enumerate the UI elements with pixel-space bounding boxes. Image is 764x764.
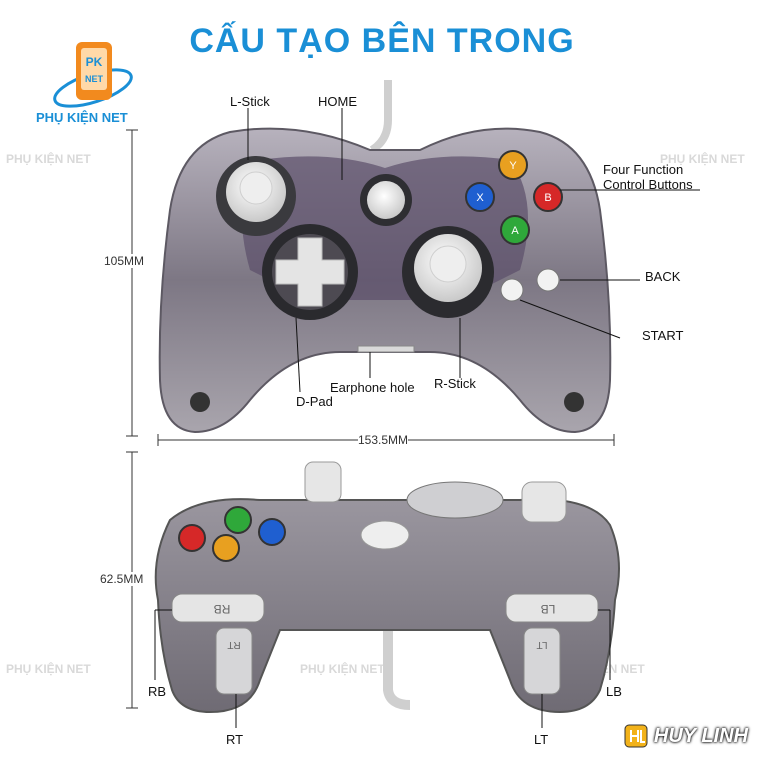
svg-text:RT: RT (227, 639, 240, 650)
page-title: CẤU TẠO BÊN TRONG (189, 22, 575, 60)
label-back: BACK (645, 269, 681, 284)
label-four-function-2: Control Buttons (603, 177, 693, 192)
y-button (498, 150, 528, 180)
svg-text:RB: RB (214, 602, 231, 616)
x-button (465, 182, 495, 212)
usb-cable (369, 80, 392, 154)
svg-text:LB: LB (541, 602, 556, 616)
logo-name: PHỤ KIỆN NET (36, 110, 128, 125)
brand-logo: HUY LINH (624, 724, 748, 748)
label-home: HOME (318, 94, 357, 109)
label-start: START (642, 328, 684, 343)
label-d-pad: D-Pad (296, 394, 333, 409)
watermark: PHỤ KIỆN NET (660, 152, 745, 166)
dimension-height-back: 62.5MM (100, 572, 144, 586)
a-button (500, 215, 530, 245)
svg-text:X: X (476, 192, 484, 204)
dimension-width: 153.5MM (358, 433, 409, 447)
svg-text:PK: PK (86, 55, 103, 69)
label-r-stick: R-Stick (434, 376, 476, 391)
dimension-height-top: 105MM (104, 254, 145, 268)
label-four-function-1: Four Function (603, 162, 684, 177)
label-earphone-hole: Earphone hole (330, 380, 415, 395)
usb-cable-back (383, 600, 411, 710)
svg-text:A: A (511, 225, 519, 237)
rt-trigger (215, 627, 253, 695)
watermark: PHỤ KIỆN NET (6, 152, 91, 166)
label-rt: RT (226, 732, 244, 747)
svg-text:LT: LT (537, 639, 548, 650)
label-lb: LB (606, 684, 622, 699)
svg-text:Y: Y (509, 160, 517, 172)
lb-bumper (505, 593, 599, 623)
watermark: PHỤ KIỆN NET (300, 662, 385, 676)
b-button (533, 182, 563, 212)
phukiennet-logo: PK NET (53, 42, 133, 108)
earphone-hole (357, 345, 415, 353)
start-button (500, 278, 524, 302)
svg-text:NET: NET (85, 74, 104, 84)
brand-name: HUY LINH (653, 724, 748, 747)
watermark: PHỤ KIỆN NET (6, 662, 91, 676)
brand-icon (624, 724, 648, 748)
label-rb: RB (148, 684, 167, 699)
svg-text:B: B (544, 192, 551, 204)
back-button (536, 268, 560, 292)
label-l-stick: L-Stick (230, 94, 270, 109)
rb-bumper (171, 593, 265, 623)
lt-trigger (523, 627, 561, 695)
label-lt: LT (534, 732, 549, 747)
controller-back-body (154, 498, 620, 714)
